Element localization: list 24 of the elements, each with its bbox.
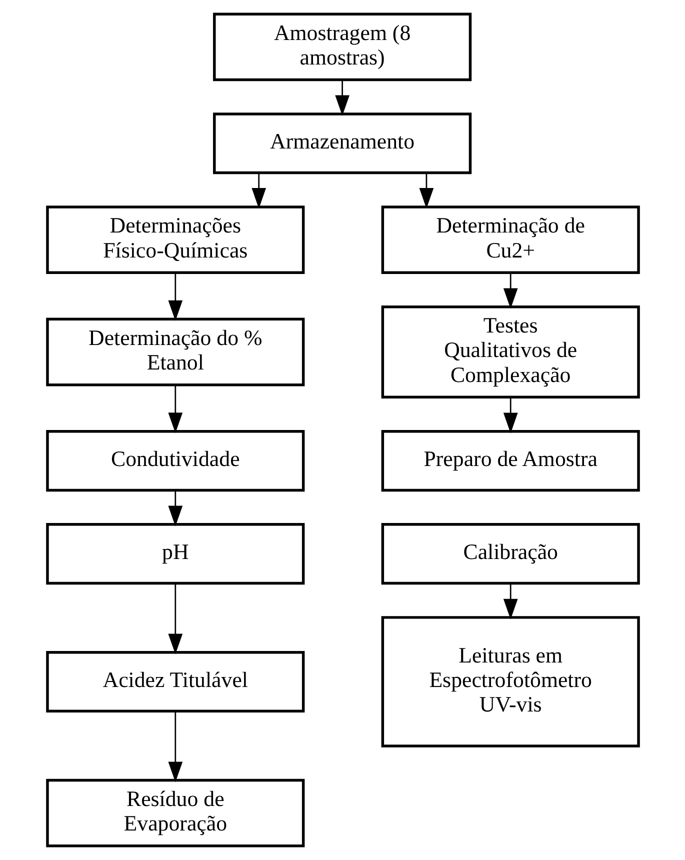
arrow xyxy=(168,385,182,434)
arrow xyxy=(251,172,266,209)
node-box: Preparo de Amostra xyxy=(380,430,640,492)
node-box: Resíduo de Evaporação xyxy=(46,778,304,848)
arrow xyxy=(418,172,434,209)
arrow xyxy=(502,272,518,309)
node-box: Determinações Físico-Químicas xyxy=(46,206,304,274)
arrow xyxy=(168,490,182,526)
node-box: Amostragem (8 amostras) xyxy=(212,12,472,82)
node-box: Leituras em Espectrofotômetro UV-vis xyxy=(380,616,640,748)
arrow xyxy=(334,80,349,116)
node-box: Condutividade xyxy=(46,430,304,492)
node-box: Determinação de Cu2+ xyxy=(380,206,640,274)
arrow xyxy=(168,584,182,654)
node-box: Determinação do % Etanol xyxy=(46,318,304,386)
arrow xyxy=(168,272,182,321)
arrow xyxy=(502,398,518,434)
node-box: Acidez Titulável xyxy=(46,650,304,713)
node-box: Armazenamento xyxy=(212,112,472,174)
node-box: pH xyxy=(46,523,304,585)
arrow xyxy=(168,712,182,782)
node-box: Calibração xyxy=(380,523,640,585)
arrow xyxy=(502,584,518,620)
node-box: Testes Qualitativos de Complexação xyxy=(380,306,640,399)
